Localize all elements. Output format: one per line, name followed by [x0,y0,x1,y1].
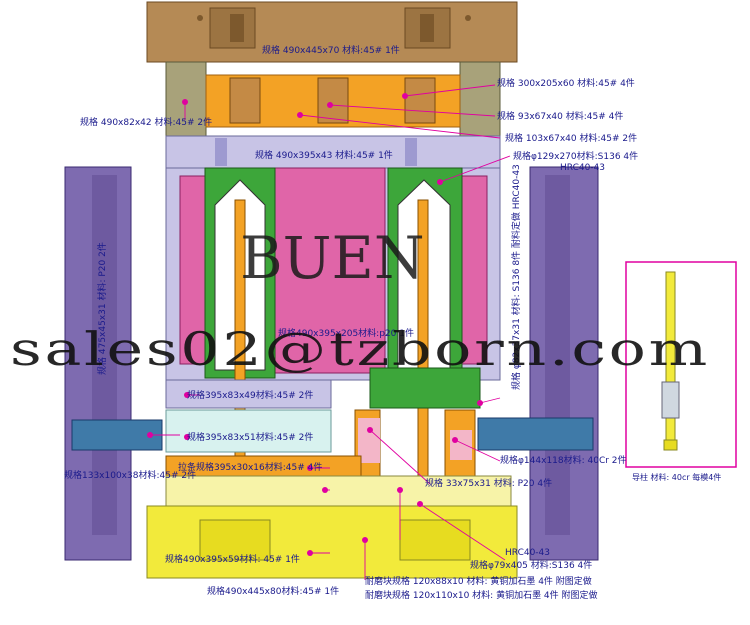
label-parallel: 规格 490x82x42 材料:45# 2件 [80,116,212,128]
label-left-side: 规格 475x45x31 材料: P20 2件 [96,242,108,375]
hot-runner-manifold [205,74,461,128]
part-labels: 规格 490x445x70 材料:45# 1件 规格 490x82x42 材料:… [64,44,721,601]
runner-plate [165,135,501,169]
guide-pillar-inset [625,261,737,468]
label-bottom-clamp: 规格490x445x80材料:45# 1件 [207,585,339,597]
watermark-brand: BUEN [240,224,425,292]
label-guide-pillar: 导柱 材料: 40cr 每模4件 [632,472,721,482]
side-slides [64,166,599,561]
watermark-email: sales02@tzborn.com [10,322,710,376]
ejector-and-clamp-plates [146,475,518,579]
label-support-plate: 规格490x395x59材料: 45# 1件 [165,553,300,565]
top-clamp-plate [146,1,518,63]
label-core-79: 规格φ79x405 材料:S136 4件 [470,559,592,571]
label-slide-33: 规格 33x75x31 材料: P20 4件 [425,477,552,489]
label-stripper-49: 规格395x83x49材料:45# 2件 [187,389,313,401]
spacer-parallels [165,61,501,139]
label-hrc-top: HRC40-43 [560,163,605,173]
label-stripper-51: 规格395x83x51材料:45# 2件 [187,431,313,443]
label-top-clamp: 规格 490x445x70 材料:45# 1件 [262,44,400,56]
label-block-93: 规格 93x67x40 材料:45# 4件 [497,110,623,122]
guide-blocks [71,417,594,451]
leader-dots [147,93,483,556]
label-block-103: 规格 103x67x40 材料:45# 2件 [505,132,637,144]
label-guide-block: 规格133x100x38材料:45# 2件 [64,469,196,481]
label-pull-strip: 拉条规格395x30x16材料:45# 4件 [178,461,322,473]
label-insert-129: 规格φ129x270材料:S136 4件 [513,150,638,162]
stripper-plates [165,379,332,453]
label-block-144: 规格φ144x118材料: 40Cr 2件 [500,454,627,466]
label-wear-120-110: 耐磨块规格 120x110x10 材料: 黄铜加石墨 4件 附图定做 [365,589,598,601]
label-runner-plate: 规格 490x395x43 材料:45# 1件 [255,149,393,161]
label-wear-120-88: 耐磨块规格 120x88x10 材料: 黄铜加石墨 4件 附图定做 [365,575,592,587]
label-right-side: 规格 φ82x37x31 材料: S136 8件 耐料定做 HRC40-43 [510,164,522,390]
leader-lines [150,84,511,580]
label-block-300: 规格 300x205x60 材料:45# 4件 [497,77,635,89]
label-hrc-bottom: HRC40-43 [505,548,550,558]
label-center-plate: 规格490x395x205材料:p20 1件 [278,327,414,339]
watermarks: BUEN sales02@tzborn.com [10,224,710,376]
